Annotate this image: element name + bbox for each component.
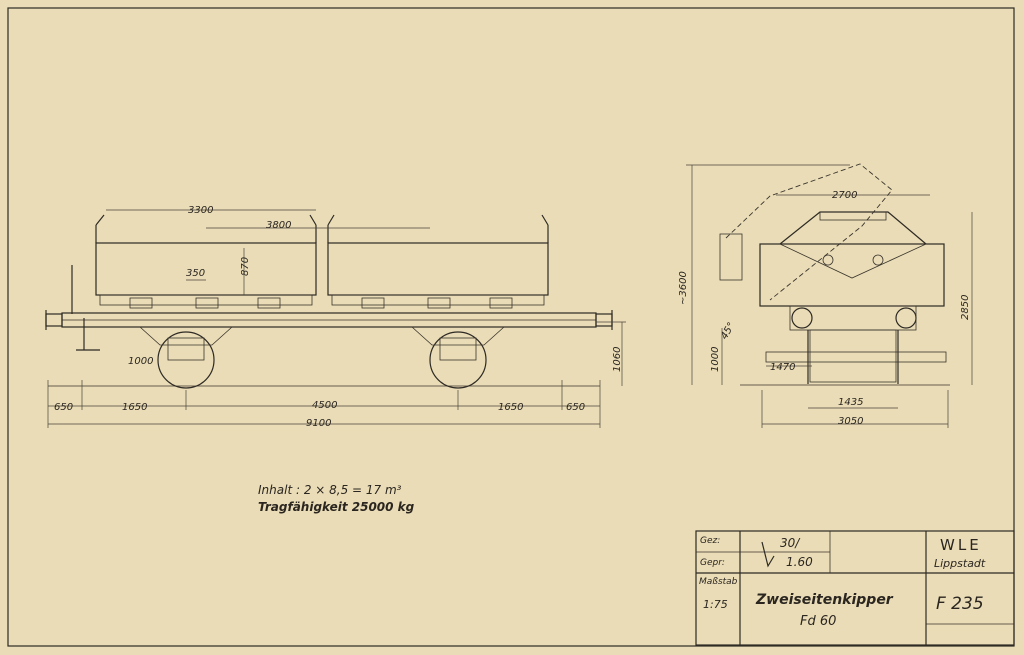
signature-date-top: 30/	[780, 536, 800, 550]
tipped-box-outline	[725, 163, 893, 301]
payload-note: Tragfähigkeit 25000 kg	[258, 500, 415, 514]
scale-value: 1:75	[703, 598, 728, 611]
scale-label: Maßstab	[699, 577, 738, 587]
end-box	[759, 243, 945, 307]
tipper-box-left	[95, 242, 317, 296]
dim-height-box: 2850	[960, 295, 971, 320]
dim-box-height: 870	[240, 257, 251, 276]
right-buffer	[595, 313, 613, 327]
dim-tip-angle: 45°	[719, 321, 737, 342]
dim-gauge: 1435	[838, 397, 863, 408]
dim-left-overhang: 650	[54, 402, 73, 413]
capacity-note: Inhalt : 2 × 8,5 = 17 m³	[258, 483, 402, 497]
dim-width-tipped: 2700	[832, 190, 857, 201]
wheel-left	[157, 331, 215, 389]
drawing-subtitle: Fd 60	[800, 614, 837, 629]
side-view: 3300 3800 350 870 1000 1060 650 1650 450…	[45, 205, 626, 429]
dim-buffer-height: 1000	[128, 356, 153, 367]
gez-label: Gez:	[700, 536, 721, 546]
company-city: Lippstadt	[934, 557, 986, 570]
dim-box-length: 3300	[188, 205, 213, 216]
dim-right-axle-offset: 1650	[498, 402, 523, 413]
wheel-right	[429, 331, 487, 389]
dim-total-height: 1060	[612, 347, 623, 372]
dim-pivot-spacing: 3800	[266, 220, 291, 231]
title-block	[695, 530, 1015, 646]
drawing-number: F 235	[936, 594, 984, 614]
signature-date-bottom: 1.60	[786, 555, 813, 569]
dim-left-axle-offset: 1650	[122, 402, 147, 413]
dim-overall-width: 3050	[838, 416, 863, 427]
end-view: 2700 ~3600 2850 45° 1000 1470 1435 3050	[678, 163, 973, 428]
signature-mark	[761, 541, 775, 568]
gepr-label: Gepr:	[700, 558, 725, 568]
sheet-border	[7, 7, 1015, 647]
dim-total-length: 9100	[306, 418, 331, 429]
tipper-box-right	[327, 242, 549, 296]
left-buffer	[45, 313, 63, 327]
dim-buffer-spacing: 1470	[770, 362, 795, 373]
dim-post-width: 350	[186, 268, 205, 279]
drawing-title: Zweiseitenkipper	[756, 592, 893, 608]
dim-buffer-height-end: 1000	[710, 347, 721, 372]
dim-right-overhang: 650	[566, 402, 585, 413]
dim-height-tipped: ~3600	[678, 271, 689, 305]
dim-wheelbase: 4500	[312, 400, 337, 411]
company-name: WLE	[940, 536, 982, 554]
